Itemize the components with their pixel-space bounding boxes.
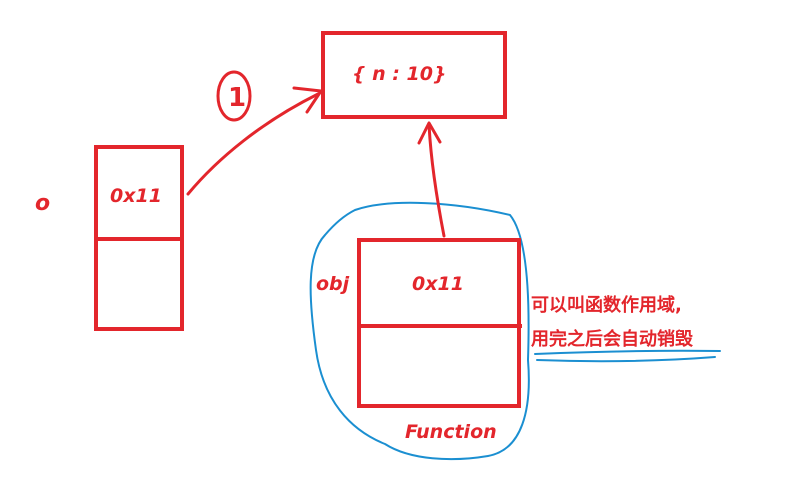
heap-object-box bbox=[321, 31, 507, 119]
function-scope-label: Function bbox=[405, 421, 497, 443]
variable-obj-box bbox=[357, 238, 521, 408]
variable-o-name: o bbox=[35, 191, 50, 216]
variable-obj-name: obj bbox=[316, 273, 350, 295]
variable-o-address: 0x11 bbox=[110, 185, 162, 207]
reference-marker-text: 1 bbox=[228, 83, 246, 113]
note-underline-second bbox=[536, 356, 716, 363]
reference-marker-circle bbox=[216, 70, 252, 122]
arrow-obj-to-object-head bbox=[417, 121, 442, 145]
note-underline bbox=[534, 349, 721, 355]
function-scope-outline bbox=[309, 201, 530, 461]
function-scope-note-line2: 用完之后会自动销毁 bbox=[531, 328, 694, 350]
function-scope-note-line1: 可以叫函数作用域, bbox=[531, 294, 682, 316]
arrow-obj-to-object bbox=[427, 122, 446, 238]
variable-obj-address: 0x11 bbox=[412, 273, 464, 295]
arrow-o-to-object bbox=[186, 92, 320, 196]
arrow-o-to-object-head bbox=[292, 86, 323, 114]
heap-object-content: { n : 10} bbox=[352, 63, 446, 85]
